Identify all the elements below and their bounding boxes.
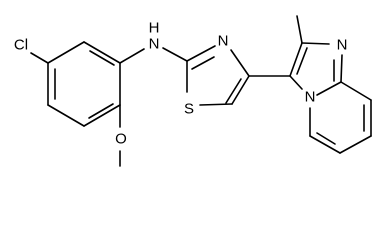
bond <box>83 41 121 64</box>
bond <box>83 104 121 127</box>
bond <box>309 135 341 154</box>
double-bond <box>88 103 114 119</box>
amine-hydrogen-label: H <box>149 20 160 37</box>
imidazole-ring <box>289 42 343 96</box>
bond <box>47 104 85 127</box>
bond <box>162 47 188 62</box>
amine-nitrogen-label: N <box>149 36 160 53</box>
imidazole-nitrogen-label: N <box>337 37 348 54</box>
molecule-structure: Cl N H O N S N N <box>14 15 372 167</box>
methoxy-oxygen-label: O <box>115 131 127 148</box>
chloromethoxyphenyl-ring <box>47 41 121 127</box>
bond <box>199 103 233 106</box>
bond <box>340 54 343 83</box>
double-bond <box>89 50 115 66</box>
bond <box>231 75 250 105</box>
chlorine-label: Cl <box>14 37 28 54</box>
molecule-canvas: Cl N H O N S N N <box>13 15 372 167</box>
bond <box>47 41 85 64</box>
bond <box>289 75 303 90</box>
double-bond <box>225 78 242 104</box>
bond <box>339 135 372 154</box>
bond <box>296 15 303 44</box>
bridgehead-nitrogen-label: N <box>305 89 316 106</box>
bond <box>119 48 145 64</box>
bond <box>316 81 342 96</box>
bond <box>30 52 49 64</box>
bond <box>289 42 303 77</box>
pyridine-ring <box>309 81 372 154</box>
double-bond <box>296 47 308 75</box>
thiazole-sulfur-label: S <box>184 101 194 118</box>
bond <box>340 81 372 101</box>
bond <box>186 45 216 62</box>
thiazole-ring <box>186 45 250 106</box>
thiazole-nitrogen-label: N <box>218 33 229 50</box>
bond <box>230 49 250 77</box>
bond <box>301 42 330 45</box>
double-bond <box>316 132 336 145</box>
double-bond <box>191 56 215 70</box>
